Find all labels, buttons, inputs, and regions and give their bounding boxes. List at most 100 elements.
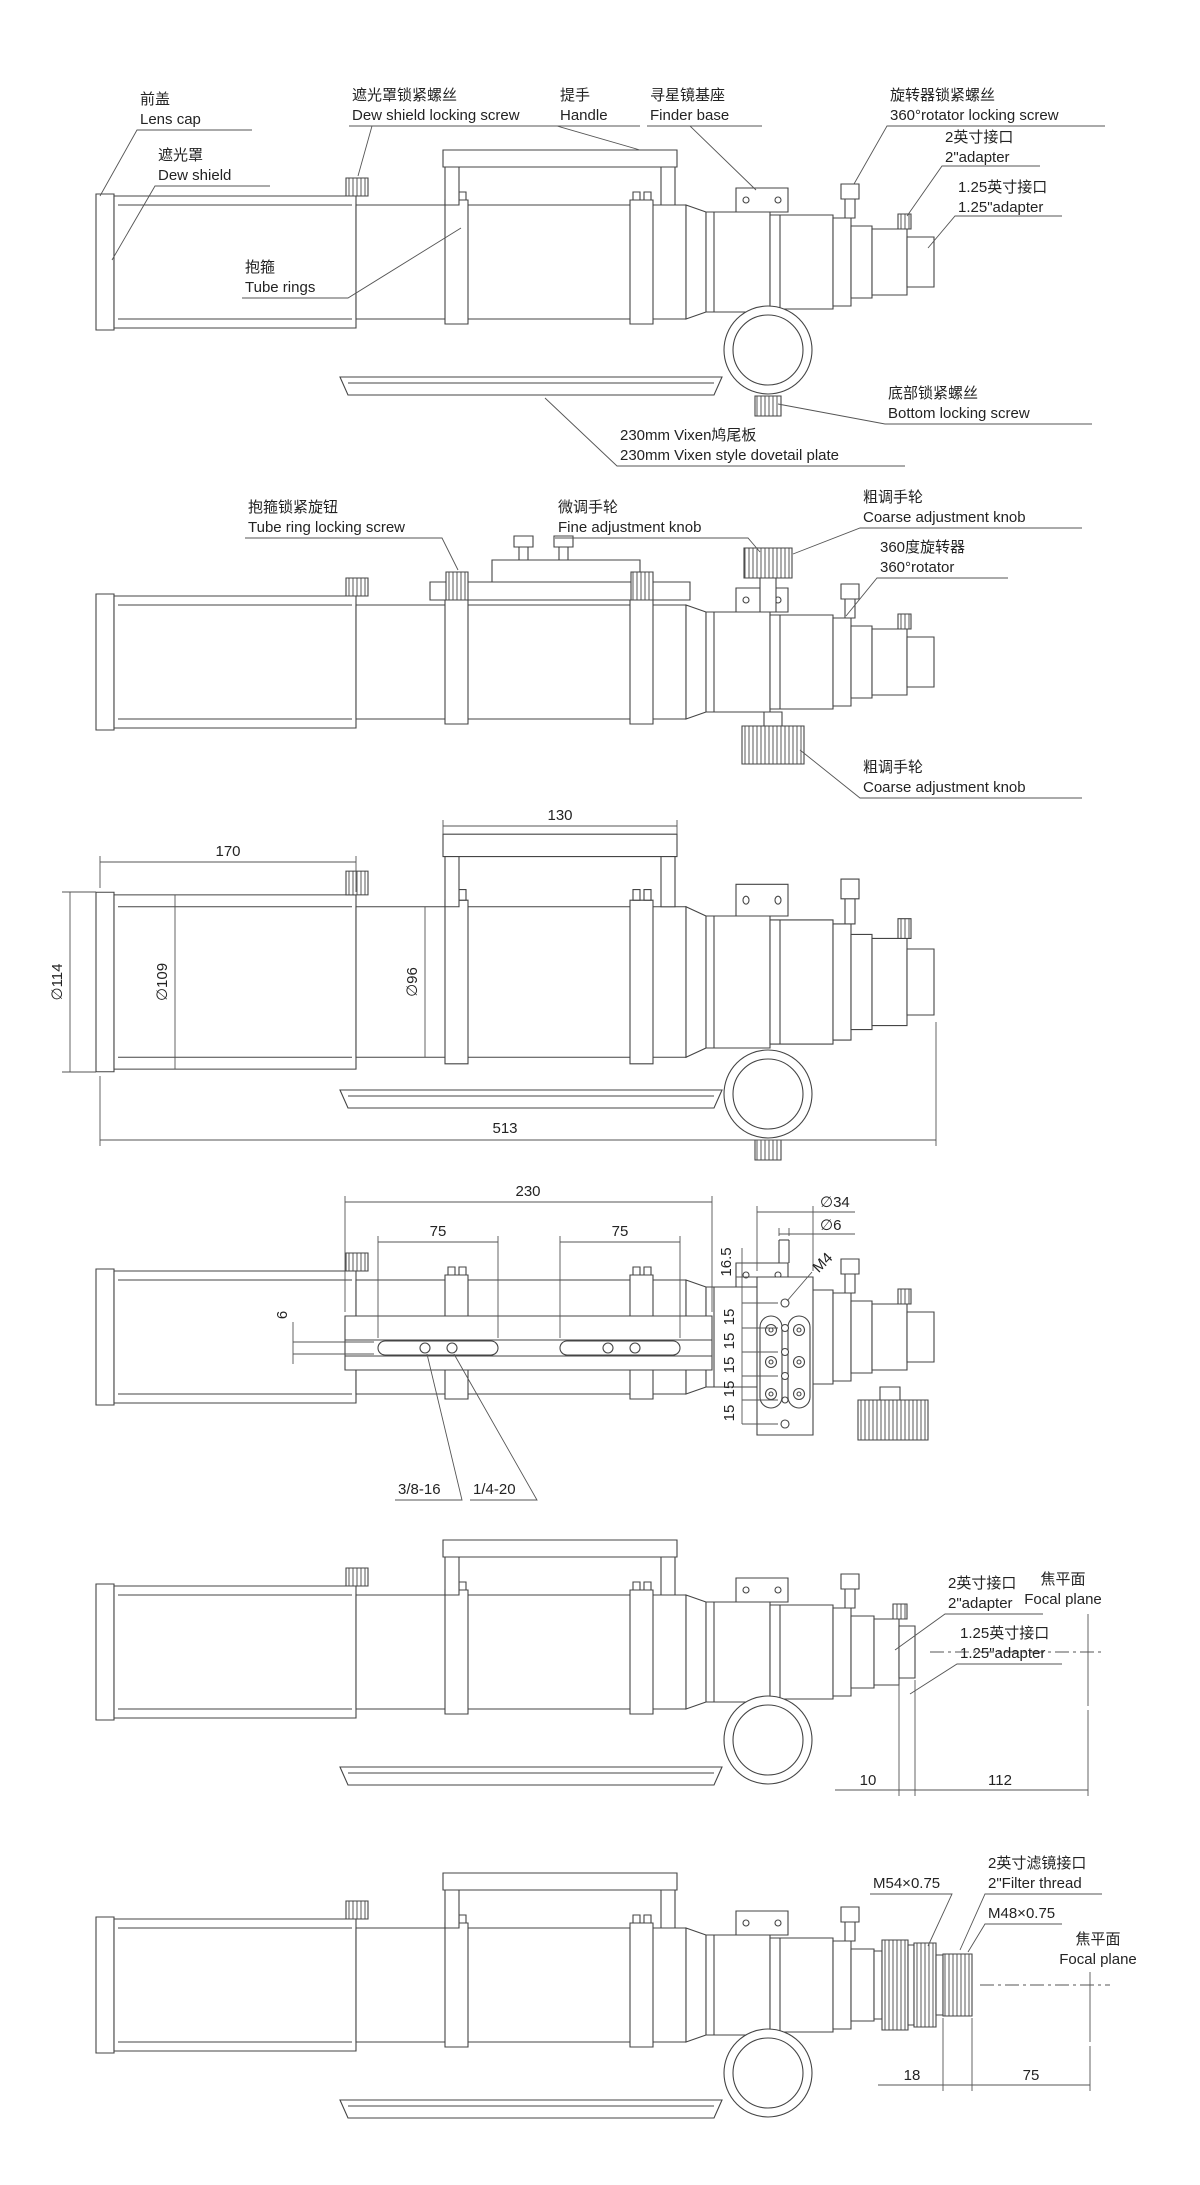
threaded-end-assembly <box>851 1940 972 2030</box>
dim-513: 513 <box>492 1120 517 1137</box>
dim-75-right: 75 <box>612 1223 629 1240</box>
label-rotator-screw-zh: 旋转器锁紧螺丝 <box>890 87 995 104</box>
label-m48: M48×0.75 <box>988 1905 1055 1922</box>
label-2in-adapter-en: 2"adapter <box>948 1595 1013 1612</box>
label-focal-plane-zh: 焦平面 <box>1040 1571 1085 1588</box>
label-coarse-knob-bottom-en: Coarse adjustment knob <box>863 779 1026 796</box>
dim-15-5: 15 <box>721 1405 738 1422</box>
view-3-overall-dimensions: 170 130 ∅114 ∅109 ∅96 513 <box>49 807 936 1161</box>
view-4-scope-outline <box>95 1240 935 1440</box>
label-dew-screw-zh: 遮光罩锁紧螺丝 <box>352 87 457 104</box>
view-5-leader-lines <box>895 1614 1088 1706</box>
view-1-part-callouts: 前盖 Lens cap 遮光罩 Dew shield 遮光罩锁紧螺丝 Dew s… <box>95 86 1105 466</box>
dim-112: 112 <box>988 1772 1012 1789</box>
view-4-mounting-dimensions: 230 75 75 16.5 ∅34 ∅6 M4 6 15 15 15 15 1… <box>95 1183 935 1500</box>
label-focal-plane-zh: 焦平面 <box>1075 1931 1120 1948</box>
bottom-coarse-knob <box>858 1387 928 1440</box>
label-ring-knob-zh: 抱箍锁紧旋钮 <box>248 499 338 516</box>
dim-thread-38-16: 3/8-16 <box>398 1481 441 1498</box>
label-125-adapter-zh: 1.25英寸接口 <box>960 1624 1049 1642</box>
view-4-dimension-texts: 230 75 75 16.5 ∅34 ∅6 M4 6 15 15 15 15 1… <box>274 1183 850 1498</box>
label-coarse-knob-top-en: Coarse adjustment knob <box>863 509 1026 526</box>
label-finder-base-en: Finder base <box>650 107 729 124</box>
focus-knobs <box>742 548 804 764</box>
label-rotator-zh: 360度旋转器 <box>880 539 965 556</box>
label-dew-screw-en: Dew shield locking screw <box>352 107 520 124</box>
view-6-dimension-lines <box>878 2018 1090 2091</box>
label-focal-plane-en: Focal plane <box>1024 1591 1102 1608</box>
label-dovetail-zh: 230mm Vixen鸠尾板 <box>620 426 756 444</box>
label-dew-shield-zh: 遮光罩 <box>158 147 203 164</box>
view-6-leader-lines <box>870 1894 1102 2042</box>
label-coarse-knob-bottom-zh: 粗调手轮 <box>863 759 923 776</box>
dim-10: 10 <box>860 1772 877 1789</box>
label-handle-en: Handle <box>560 107 608 124</box>
label-rotator-en: 360°rotator <box>880 559 954 576</box>
view-6-scope-outline <box>95 1872 972 2054</box>
label-handle-zh: 提手 <box>560 87 590 104</box>
dim-slot-6: 6 <box>274 1311 291 1319</box>
dim-dia-96: ∅96 <box>404 967 421 997</box>
label-focal-plane-en: Focal plane <box>1059 1951 1137 1968</box>
label-125-adapter-en: 1.25"adapter <box>958 199 1043 216</box>
dim-75: 75 <box>1023 2067 1040 2084</box>
dim-15-2: 15 <box>721 1333 738 1350</box>
view-2-focuser-callouts: 抱箍锁紧旋钮 Tube ring locking screw 微调手轮 Fine… <box>95 489 1082 798</box>
label-ring-knob-en: Tube ring locking screw <box>248 519 405 536</box>
view-6-thread-dimensions: M54×0.75 2英寸滤镜接口 2"Filter thread M48×0.7… <box>95 1854 1137 2119</box>
view-5-labels: 2英寸接口 2"adapter 1.25英寸接口 1.25"adapter 焦平… <box>860 1571 1102 1789</box>
label-2in-adapter-zh: 2英寸接口 <box>948 1574 1016 1592</box>
dovetail-bar-section <box>345 1316 712 1370</box>
dim-230: 230 <box>515 1183 540 1200</box>
label-coarse-knob-top-zh: 粗调手轮 <box>863 489 923 506</box>
label-rotator-screw-en: 360°rotator locking screw <box>890 107 1059 124</box>
label-125-adapter-zh: 1.25英寸接口 <box>958 178 1047 196</box>
dim-170: 170 <box>215 843 240 860</box>
view-5-scope-outline <box>95 1539 915 1721</box>
label-fine-knob-en: Fine adjustment knob <box>558 519 701 536</box>
dim-dia-34: ∅34 <box>820 1194 850 1211</box>
label-2in-adapter-en: 2"adapter <box>945 149 1010 166</box>
view-6-labels: M54×0.75 2英寸滤镜接口 2"Filter thread M48×0.7… <box>873 1854 1137 2084</box>
label-finder-base-zh: 寻星镜基座 <box>650 86 725 104</box>
view-4-dimension-lines <box>293 1196 855 1500</box>
label-lens-cap-en: Lens cap <box>140 111 201 128</box>
label-filter-thread-en: 2"Filter thread <box>988 1875 1082 1892</box>
dim-75-left: 75 <box>430 1223 447 1240</box>
dim-dia-114: ∅114 <box>49 964 66 1001</box>
label-fine-knob-zh: 微调手轮 <box>558 499 618 516</box>
dim-15-3: 15 <box>721 1357 738 1374</box>
dim-15-1: 15 <box>721 1309 738 1326</box>
view-1-scope-outline <box>95 149 935 417</box>
dim-dia-109: ∅109 <box>154 963 171 1001</box>
dim-16-5: 16.5 <box>718 1247 735 1276</box>
label-125-adapter-en: 1.25"adapter <box>960 1645 1045 1662</box>
view-2-scope-outline <box>95 536 935 764</box>
label-bottom-screw-en: Bottom locking screw <box>888 405 1030 422</box>
view-5-backfocus-dimensions: 2英寸接口 2"adapter 1.25英寸接口 1.25"adapter 焦平… <box>95 1539 1105 1796</box>
label-2in-adapter-zh: 2英寸接口 <box>945 128 1013 146</box>
dim-18: 18 <box>904 2067 921 2084</box>
label-tube-rings-zh: 抱箍 <box>245 259 275 276</box>
label-tube-rings-en: Tube rings <box>245 279 315 296</box>
dim-dia-6: ∅6 <box>820 1217 841 1234</box>
view-2-labels: 抱箍锁紧旋钮 Tube ring locking screw 微调手轮 Fine… <box>248 489 1026 796</box>
dim-15-4: 15 <box>721 1381 738 1398</box>
view-5-dimension-lines <box>835 1680 1088 1796</box>
view-3-dimension-lines <box>62 820 936 1146</box>
dim-thread-14-20: 1/4-20 <box>473 1481 516 1498</box>
label-lens-cap-zh: 前盖 <box>140 91 170 108</box>
dim-m4: M4 <box>809 1249 836 1276</box>
view-2-leader-lines <box>245 528 1082 798</box>
label-dovetail-en: 230mm Vixen style dovetail plate <box>620 447 839 464</box>
top-rail-and-saddle <box>430 536 690 600</box>
dim-130: 130 <box>547 807 572 824</box>
label-filter-thread-zh: 2英寸滤镜接口 <box>988 1854 1086 1872</box>
label-dew-shield-en: Dew shield <box>158 167 231 184</box>
label-bottom-screw-zh: 底部锁紧螺丝 <box>888 385 978 402</box>
view-3-dimension-texts: 170 130 ∅114 ∅109 ∅96 513 <box>49 807 573 1137</box>
view-1-leader-lines <box>100 126 1105 466</box>
view-1-labels: 前盖 Lens cap 遮光罩 Dew shield 遮光罩锁紧螺丝 Dew s… <box>140 86 1059 464</box>
